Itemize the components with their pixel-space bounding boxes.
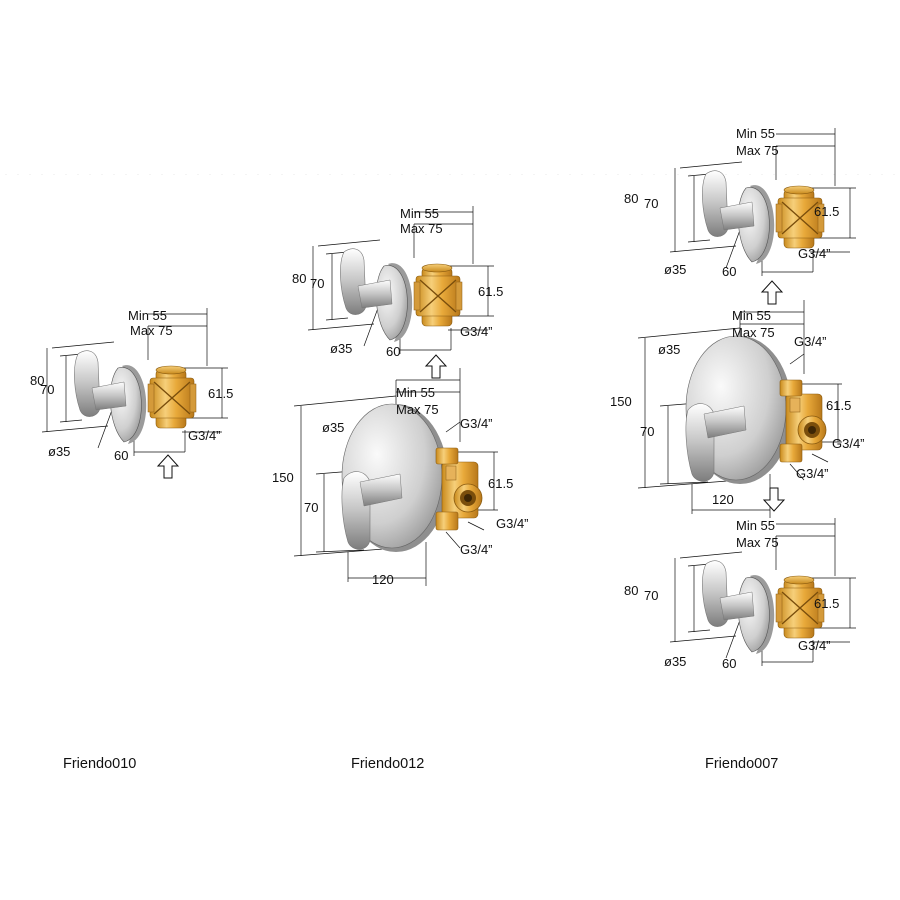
dim-diameter-35: ø35 — [658, 342, 680, 357]
dim-80: 80 — [292, 271, 306, 286]
dim-60: 60 — [722, 264, 736, 279]
dim-60: 60 — [114, 448, 128, 463]
dim-max-75: Max 75 — [736, 535, 779, 550]
dim-diameter-35: ø35 — [664, 654, 686, 669]
arrow-up-icon — [425, 354, 447, 379]
dim-g3-4-bottom: G3/4” — [796, 466, 829, 481]
dim-70: 70 — [310, 276, 324, 291]
dim-61-5: 61.5 — [208, 386, 233, 401]
dim-diameter-35: ø35 — [322, 420, 344, 435]
dim-diameter-35: ø35 — [330, 341, 352, 356]
dim-150: 150 — [272, 470, 294, 485]
dim-61-5: 61.5 — [814, 596, 839, 611]
dim-g3-4-side: G3/4” — [832, 436, 865, 451]
arrow-up-icon — [157, 454, 179, 479]
dim-g3-4-side: G3/4” — [496, 516, 529, 531]
dim-min-55: Min 55 — [736, 518, 775, 533]
dim-min-55: Min 55 — [736, 126, 775, 141]
dim-60: 60 — [386, 344, 400, 359]
dim-min-55: Min 55 — [400, 206, 439, 221]
dim-61-5: 61.5 — [488, 476, 513, 491]
friendo010-drawing: 80 70 ø35 60 Min 55 Max 75 61.5 G3/4” — [30, 307, 233, 479]
background-dotted-line — [0, 174, 900, 175]
dim-max-75: Max 75 — [732, 325, 775, 340]
dim-120: 120 — [712, 492, 734, 507]
friendo012-small-drawing: 80 70 ø35 60 Min 55 Max 75 61.5 G3/4” — [292, 205, 503, 379]
dim-70: 70 — [40, 382, 54, 397]
dim-max-75: Max 75 — [396, 402, 439, 417]
dim-61-5: 61.5 — [478, 284, 503, 299]
dim-g3-4-top: G3/4” — [794, 334, 827, 349]
caption-friendo007: Friendo007 — [705, 756, 779, 772]
dim-g3-4: G3/4” — [798, 638, 831, 653]
dim-g3-4: G3/4” — [798, 246, 831, 261]
dim-max-75: Max 75 — [400, 221, 443, 236]
dim-diameter-35: ø35 — [48, 444, 70, 459]
friendo007-bottom-small-drawing: 80 70 ø35 60 Min 55 Max 75 61.5 G3/4” — [624, 517, 857, 671]
dim-150: 150 — [610, 394, 632, 409]
friendo007-top-small-drawing: 80 70 ø35 60 Min 55 Max 75 61.5 G3/4” — [624, 126, 857, 305]
dim-60: 60 — [722, 656, 736, 671]
dim-80: 80 — [624, 583, 638, 598]
dim-61-5: 61.5 — [826, 398, 851, 413]
arrow-down-icon — [763, 487, 785, 512]
friendo012-large-drawing: 150 70 ø35 120 Min 55 Max 75 G3/4” 61.5 … — [272, 367, 529, 587]
dim-g3-4-bottom: G3/4” — [460, 542, 493, 557]
dim-min-55: Min 55 — [128, 308, 167, 323]
dim-80: 80 — [30, 373, 44, 388]
caption-friendo010: Friendo010 — [63, 756, 137, 772]
arrow-up-icon — [761, 280, 783, 305]
dim-80: 80 — [624, 191, 638, 206]
dim-g3-4-top: G3/4” — [460, 416, 493, 431]
caption-friendo012: Friendo012 — [351, 756, 425, 772]
dim-min-55: Min 55 — [732, 308, 771, 323]
dim-70: 70 — [640, 424, 654, 439]
dim-max-75: Max 75 — [130, 323, 173, 338]
dim-120: 120 — [372, 572, 394, 587]
dim-70: 70 — [304, 500, 318, 515]
dim-g3-4: G3/4” — [460, 324, 493, 339]
dim-70: 70 — [644, 588, 658, 603]
dim-61-5: 61.5 — [814, 204, 839, 219]
dim-70: 70 — [644, 196, 658, 211]
friendo007-large-drawing: 150 70 ø35 120 Min 55 Max 75 G3/4” 61.5 … — [610, 299, 865, 519]
dim-max-75: Max 75 — [736, 143, 779, 158]
dim-g3-4: G3/4” — [188, 428, 221, 443]
dim-diameter-35: ø35 — [664, 262, 686, 277]
dim-min-55: Min 55 — [396, 385, 435, 400]
